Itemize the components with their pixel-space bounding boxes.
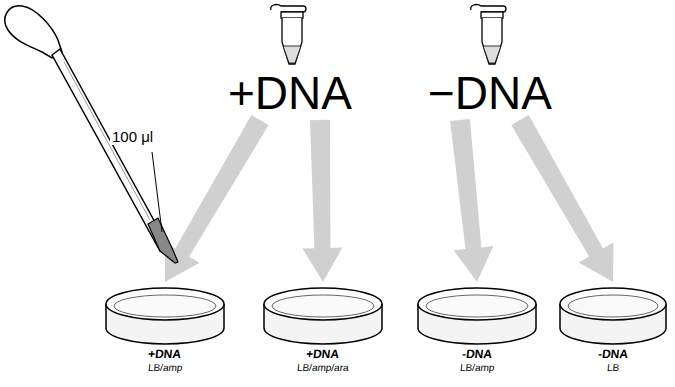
agar-plate: -DNALB/amp (414, 284, 540, 374)
flow-arrow (450, 119, 493, 282)
dish-agar (114, 295, 216, 317)
agar-plate: +DNALB/amp/ara (260, 284, 386, 374)
sample-label: +DNA (228, 68, 352, 118)
pipette-tip (148, 218, 178, 263)
tube-liquid (283, 46, 301, 63)
tube-icon (267, 2, 313, 68)
dish-rim (560, 288, 666, 320)
petri-dish (556, 284, 670, 348)
flow-arrow (302, 120, 342, 282)
dish-agar (568, 295, 658, 317)
plate-label: -DNA (461, 348, 492, 361)
pipette-tube (52, 49, 168, 251)
dish-rim (106, 288, 224, 320)
medium-label: LB/amp/ara (296, 361, 349, 374)
medium-label: LB (606, 361, 620, 374)
dish-agar (426, 295, 528, 317)
medium-label: LB/amp (147, 361, 183, 374)
tube-liquid (483, 46, 501, 63)
petri-dish (102, 284, 228, 348)
sample-tube: −DNA (418, 2, 562, 118)
petri-dish (414, 284, 540, 348)
volume-label: 100 μl (110, 128, 155, 145)
petri-dish (260, 284, 386, 348)
tube-body (282, 18, 302, 64)
plate-label: +DNA (306, 348, 340, 361)
tube-rim (281, 12, 303, 18)
dish-rim (418, 288, 536, 320)
agar-plate: -DNALB (556, 284, 670, 374)
dish-agar (272, 295, 374, 317)
sample-tube: +DNA (218, 2, 362, 118)
leader-line (152, 152, 162, 232)
tube-rim (481, 12, 503, 18)
medium-label: LB/amp (459, 361, 495, 374)
tube-body (482, 18, 502, 64)
flow-arrow (511, 115, 613, 282)
plate-label: +DNA (148, 348, 182, 361)
dish-rim (264, 288, 382, 320)
agar-plate: +DNALB/amp (102, 284, 228, 374)
tube-icon (467, 2, 513, 68)
tube-cap (471, 5, 506, 12)
flow-arrow (165, 115, 269, 282)
sample-label: −DNA (428, 68, 552, 118)
pipette-bulb (5, 6, 62, 58)
tube-cap (271, 5, 306, 12)
plate-label: -DNA (597, 348, 628, 361)
